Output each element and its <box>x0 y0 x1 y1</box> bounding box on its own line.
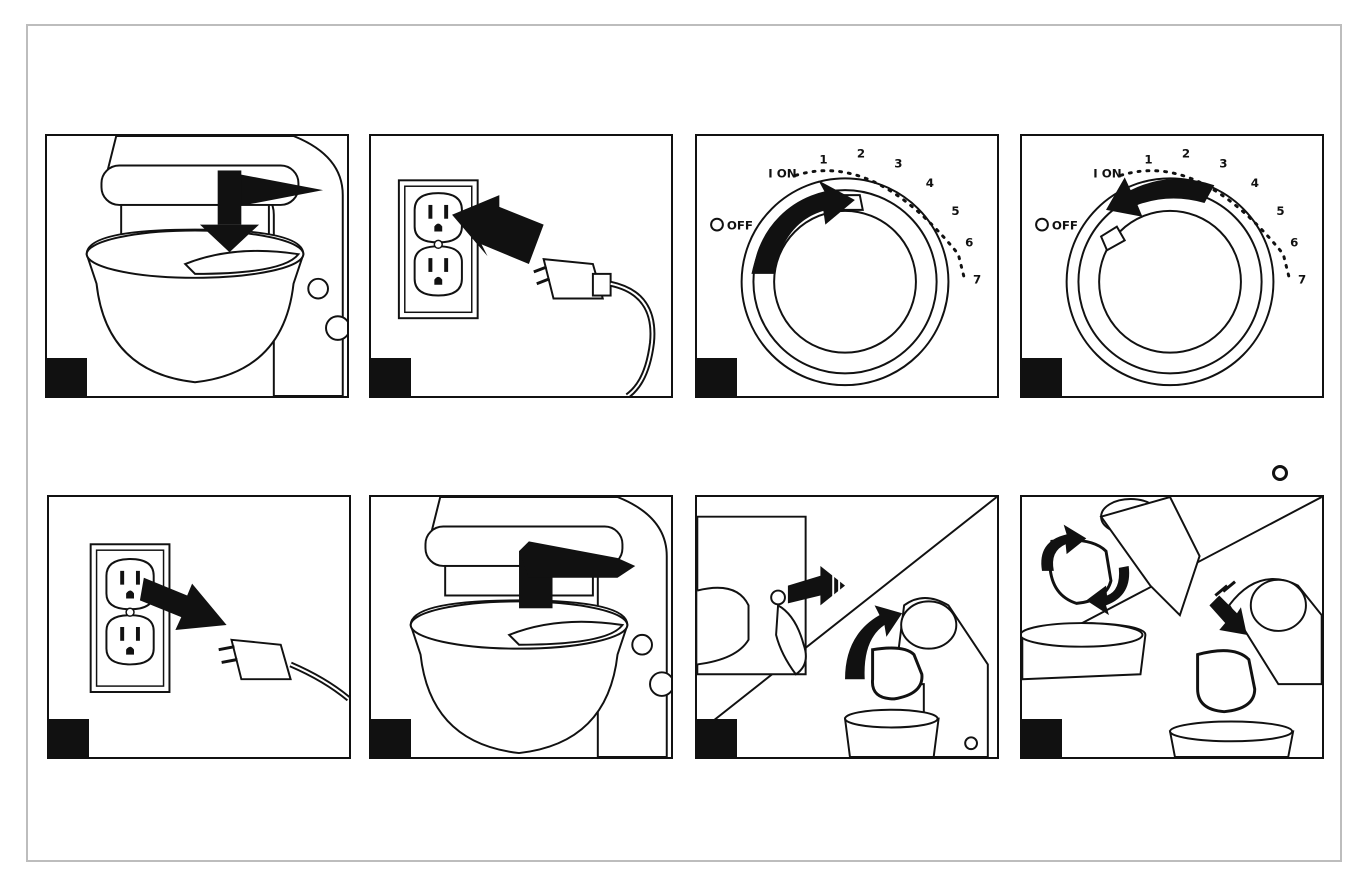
dial-off-label: OFF <box>727 219 753 233</box>
speed-mark-6: 6 <box>965 235 973 249</box>
attach-beater-illustration <box>1022 497 1322 757</box>
mixer-head-up-illustration <box>371 497 671 757</box>
step-badge <box>1022 358 1062 396</box>
panel-press-release <box>695 495 999 759</box>
step-badge <box>697 719 737 757</box>
plug-in-illustration <box>371 136 671 396</box>
speed-mark-4: 4 <box>926 176 934 190</box>
speed-mark-7: 7 <box>1298 273 1306 287</box>
step-badge <box>371 719 411 757</box>
speed-mark-2: 2 <box>1182 147 1190 161</box>
speed-mark-7: 7 <box>973 273 981 287</box>
panel-attach-beater <box>1020 495 1324 759</box>
speed-mark-4: 4 <box>1251 176 1259 190</box>
unplug-illustration <box>49 497 349 757</box>
step-badge <box>371 358 411 396</box>
step-badge <box>697 358 737 396</box>
speed-mark-1: 1 <box>1144 153 1152 167</box>
speed-mark-3: 3 <box>894 157 902 171</box>
dial-off-label: OFF <box>1052 219 1078 233</box>
step-badge <box>1022 719 1062 757</box>
step-badge <box>47 358 87 396</box>
panel-dial-on: OFF I ON 1 2 3 4 5 6 7 <box>695 134 999 398</box>
dial-on-label: I ON <box>768 166 796 180</box>
mixer-head-down-illustration <box>47 136 347 396</box>
speed-mark-3: 3 <box>1219 157 1227 171</box>
ring-indicator-icon <box>1272 465 1288 481</box>
speed-mark-1: 1 <box>819 153 827 167</box>
panel-raise-head <box>369 495 673 759</box>
speed-mark-5: 5 <box>1276 204 1284 218</box>
speed-mark-6: 6 <box>1290 235 1298 249</box>
speed-mark-5: 5 <box>951 204 959 218</box>
speed-dial-on-illustration: OFF I ON 1 2 3 4 5 6 7 <box>697 136 997 396</box>
panel-dial-off: OFF I ON 1 2 3 4 5 6 7 <box>1020 134 1324 398</box>
panel-plug-in <box>369 134 673 398</box>
dial-on-label: I ON <box>1093 166 1121 180</box>
speed-dial-off-illustration: OFF I ON 1 2 3 4 5 6 7 <box>1022 136 1322 396</box>
speed-mark-2: 2 <box>857 147 865 161</box>
step-badge <box>49 719 89 757</box>
panel-unplug <box>47 495 351 759</box>
panel-lower-head <box>45 134 349 398</box>
release-button-illustration <box>697 497 997 757</box>
